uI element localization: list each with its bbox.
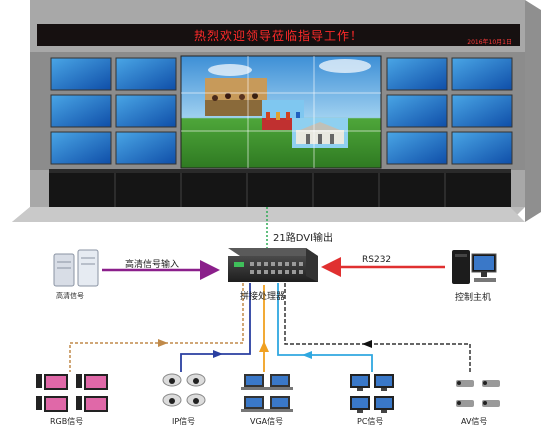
control-host-label: 控制主机 xyxy=(455,293,492,303)
rs232-label: RS232 xyxy=(362,255,392,265)
hd-input-label: 高清信号输入 xyxy=(125,260,180,270)
vga-label: VGA信号 xyxy=(250,417,284,426)
av-line xyxy=(284,283,471,372)
banner-date: 2016年10月1日 xyxy=(467,39,512,46)
hd-source-label: 高清信号 xyxy=(56,292,84,300)
rgb-source-icon xyxy=(36,374,108,412)
ip-label: IP信号 xyxy=(172,417,196,426)
rgb-label: RGB信号 xyxy=(50,417,84,426)
control-host-icon xyxy=(452,250,497,284)
pc-monitor-icon xyxy=(350,374,394,413)
splice-processor-icon xyxy=(228,248,318,282)
horse-riders-image xyxy=(205,78,267,116)
cabinet-row xyxy=(49,169,511,207)
hd-source-servers-icon xyxy=(53,249,99,287)
led-banner: 热烈欢迎领导莅临指导工作！ 2016年10月1日 xyxy=(37,24,520,46)
processor-label: 拼接处理器 xyxy=(240,292,286,302)
dvi-output-label: 21路DVI输出 xyxy=(273,233,334,244)
right-screen-grid xyxy=(386,57,513,165)
ip-camera-icon xyxy=(162,373,206,407)
av-camera-icon xyxy=(456,380,500,407)
rgb-line xyxy=(69,283,244,372)
pc-label: PC信号 xyxy=(357,417,384,426)
banner-text: 热烈欢迎领导莅临指导工作！ xyxy=(193,29,363,43)
left-screen-grid xyxy=(50,57,177,165)
video-wall xyxy=(12,0,541,222)
pc-line xyxy=(277,283,373,372)
center-splice-screen xyxy=(180,55,382,169)
source-lines xyxy=(69,283,471,372)
palace-image xyxy=(292,118,348,148)
av-label: AV信号 xyxy=(461,417,488,426)
vga-laptop-icon xyxy=(241,374,293,412)
